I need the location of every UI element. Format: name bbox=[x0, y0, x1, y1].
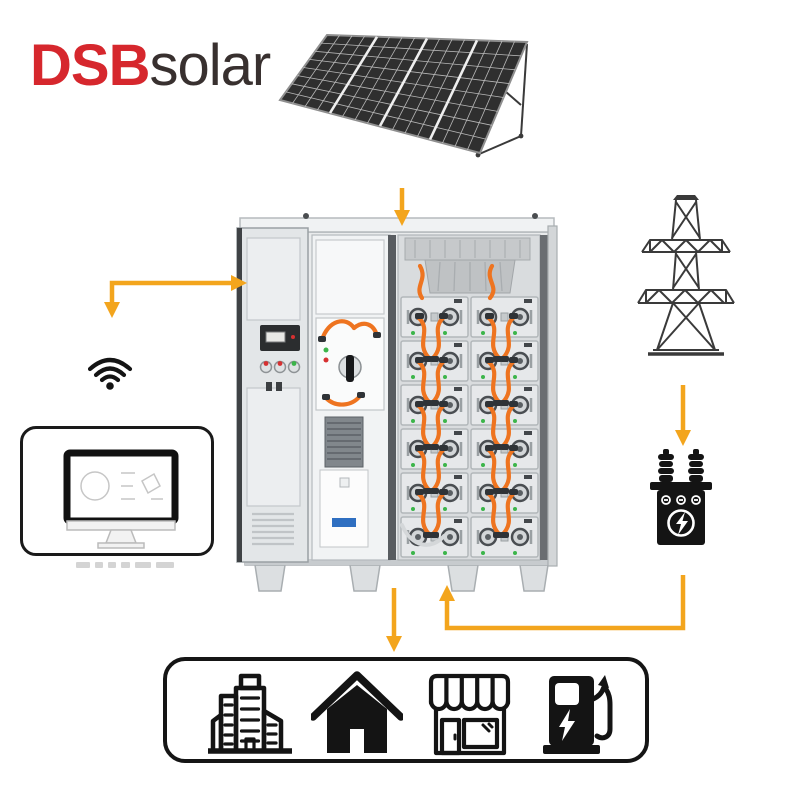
right-door-hinge bbox=[540, 235, 548, 560]
battery-cables bbox=[400, 263, 518, 547]
door-pin-right bbox=[532, 213, 538, 219]
cabinet-control-column bbox=[311, 234, 391, 561]
house-door bbox=[350, 729, 364, 753]
office-buildings-icon bbox=[208, 673, 292, 754]
monitor-stand bbox=[104, 529, 138, 544]
inverter-label bbox=[332, 518, 356, 527]
cabinet-left-door bbox=[236, 227, 309, 563]
cooling-duct bbox=[404, 237, 531, 261]
brand-logo: DSBsolar bbox=[30, 33, 271, 98]
charger-nozzle-tip bbox=[598, 675, 609, 688]
cabinet-divider-post bbox=[388, 235, 396, 560]
cabinet-feet bbox=[254, 564, 549, 592]
arrow-cabinet-to-wifi bbox=[104, 275, 247, 318]
storefront-icon bbox=[428, 673, 511, 756]
solar-panel-dividers bbox=[328, 36, 479, 141]
solar-panel-face bbox=[278, 33, 529, 155]
monitor-caption-blur bbox=[76, 556, 179, 574]
transformer-icon bbox=[650, 449, 712, 545]
monitor-screen-content bbox=[80, 471, 163, 501]
transformer-cap bbox=[650, 482, 712, 490]
monitor-base bbox=[97, 542, 145, 549]
battery-bay bbox=[397, 234, 548, 561]
arrow-tower-to-transformer bbox=[675, 385, 691, 446]
loads-panel bbox=[163, 657, 649, 763]
lightning-bolt bbox=[676, 512, 688, 535]
ground-cable bbox=[400, 523, 446, 547]
charger-hose bbox=[590, 684, 613, 741]
charger-base bbox=[543, 745, 600, 754]
brand-logo-primary: DSB bbox=[30, 33, 150, 98]
cabinet-base-rail bbox=[245, 559, 550, 565]
wifi-icon bbox=[88, 357, 133, 390]
charger-lightning-bolt bbox=[559, 709, 575, 741]
door-connectors bbox=[259, 360, 301, 374]
charger-screen bbox=[555, 683, 579, 705]
battery-storage-cabinet bbox=[236, 213, 558, 592]
house-icon bbox=[311, 671, 403, 753]
transmission-tower-icon bbox=[637, 195, 735, 356]
solar-panel-icon bbox=[278, 33, 529, 158]
monitoring-panel bbox=[20, 426, 214, 556]
transformer-bushings bbox=[658, 449, 704, 482]
brand-logo-secondary: solar bbox=[149, 33, 271, 98]
door-louver bbox=[252, 512, 294, 546]
ev-charging-station-icon bbox=[543, 675, 613, 754]
desktop-monitor-icon bbox=[63, 449, 179, 549]
door-pin-left bbox=[303, 213, 309, 219]
cabinet-right-door bbox=[547, 225, 558, 567]
